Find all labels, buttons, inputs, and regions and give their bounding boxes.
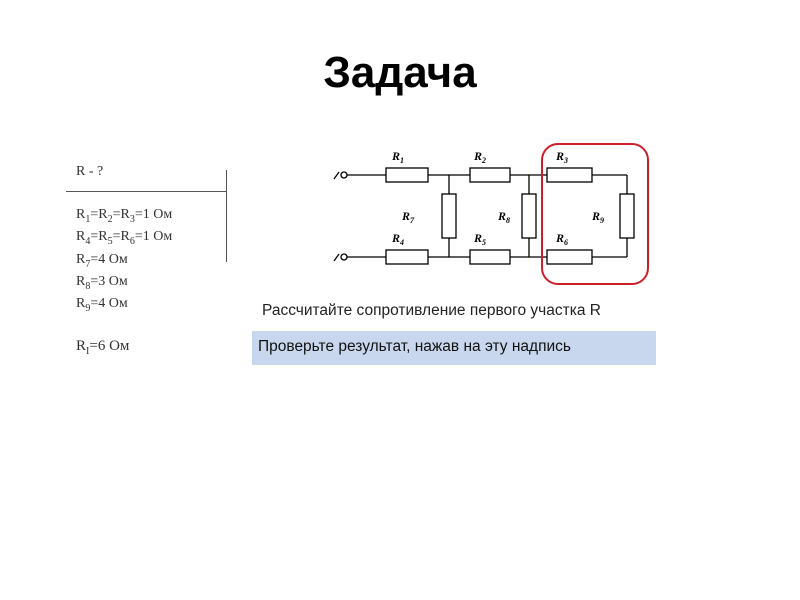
terminal-top: [333, 171, 348, 180]
label-r9: R9: [591, 209, 604, 225]
given-value-row: R4=R5=R6=1 Ом: [76, 226, 172, 248]
given-text: =R: [90, 207, 108, 222]
resistor-r9: [619, 193, 635, 239]
resistor-r2: [469, 167, 511, 183]
label-r3: R3: [555, 149, 568, 165]
given-text: =3 Ом: [90, 273, 128, 289]
given-subscript: 1: [85, 213, 91, 225]
given-text: =6 Ом: [89, 338, 130, 354]
given-subscript: I: [86, 346, 90, 357]
given-text: R: [76, 229, 86, 245]
resistor-r3: [546, 167, 593, 183]
given-subscript: 2: [107, 213, 113, 225]
resistor-r4: [385, 249, 429, 265]
check-result-label[interactable]: Проверьте результат, нажав на эту надпис…: [258, 338, 571, 355]
resistor-r5: [469, 249, 511, 265]
label-r8: R8: [497, 209, 510, 225]
given-text: R: [76, 273, 86, 289]
given-value-row: R7=4 Ом: [76, 249, 172, 271]
label-r4: R4: [391, 231, 404, 247]
unknown-quantity: R - ?: [76, 164, 104, 179]
given-text: =R: [112, 207, 130, 222]
resistor-r8: [521, 193, 537, 239]
resistor-r7: [441, 193, 457, 239]
given-text: R: [76, 338, 87, 354]
label-r1: R1: [391, 149, 404, 165]
given-text: =1 Ом: [134, 229, 173, 245]
given-text: R: [76, 296, 86, 312]
given-value-row: R9=4 Ом: [76, 293, 172, 315]
label-r5: R5: [473, 231, 486, 247]
given-divider: [66, 191, 226, 192]
given-subscript: 7: [85, 258, 91, 270]
given-subscript: 6: [129, 236, 135, 248]
resistor-r1: [385, 167, 429, 183]
given-value-row: R1=R2=R3=1 Ом: [76, 204, 172, 226]
check-result-button[interactable]: [252, 331, 656, 365]
label-r2: R2: [473, 149, 486, 165]
given-text: R: [76, 251, 86, 267]
given-subscript: 8: [85, 280, 91, 292]
given-text: =R: [112, 229, 130, 245]
terminal-bottom: [333, 253, 348, 262]
given-text: =R: [90, 229, 108, 245]
resistor-r6: [546, 249, 593, 265]
task-prompt: Рассчитайте сопротивление первого участк…: [262, 302, 601, 319]
given-text: =1 Ом: [134, 207, 173, 222]
given-text: =4 Ом: [90, 251, 128, 267]
given-subscript: 3: [129, 213, 135, 225]
slide-title: Задача: [323, 48, 477, 97]
circuit-diagram: R1 R2 R3 R4 R5 R6 R7 R8 R9: [333, 143, 649, 285]
answer-value: RI=6 Ом: [76, 338, 129, 357]
highlight-frame: [541, 143, 649, 285]
given-subscript: 9: [85, 302, 91, 314]
label-r6: R6: [555, 231, 568, 247]
label-r7: R7: [401, 209, 415, 225]
given-text: =4 Ом: [90, 296, 128, 312]
given-text: R: [76, 207, 86, 222]
given-value-row: R8=3 Ом: [76, 271, 172, 293]
given-subscript: 4: [85, 236, 91, 248]
given-vertical-divider: [226, 170, 227, 262]
given-subscript: 5: [107, 236, 113, 248]
